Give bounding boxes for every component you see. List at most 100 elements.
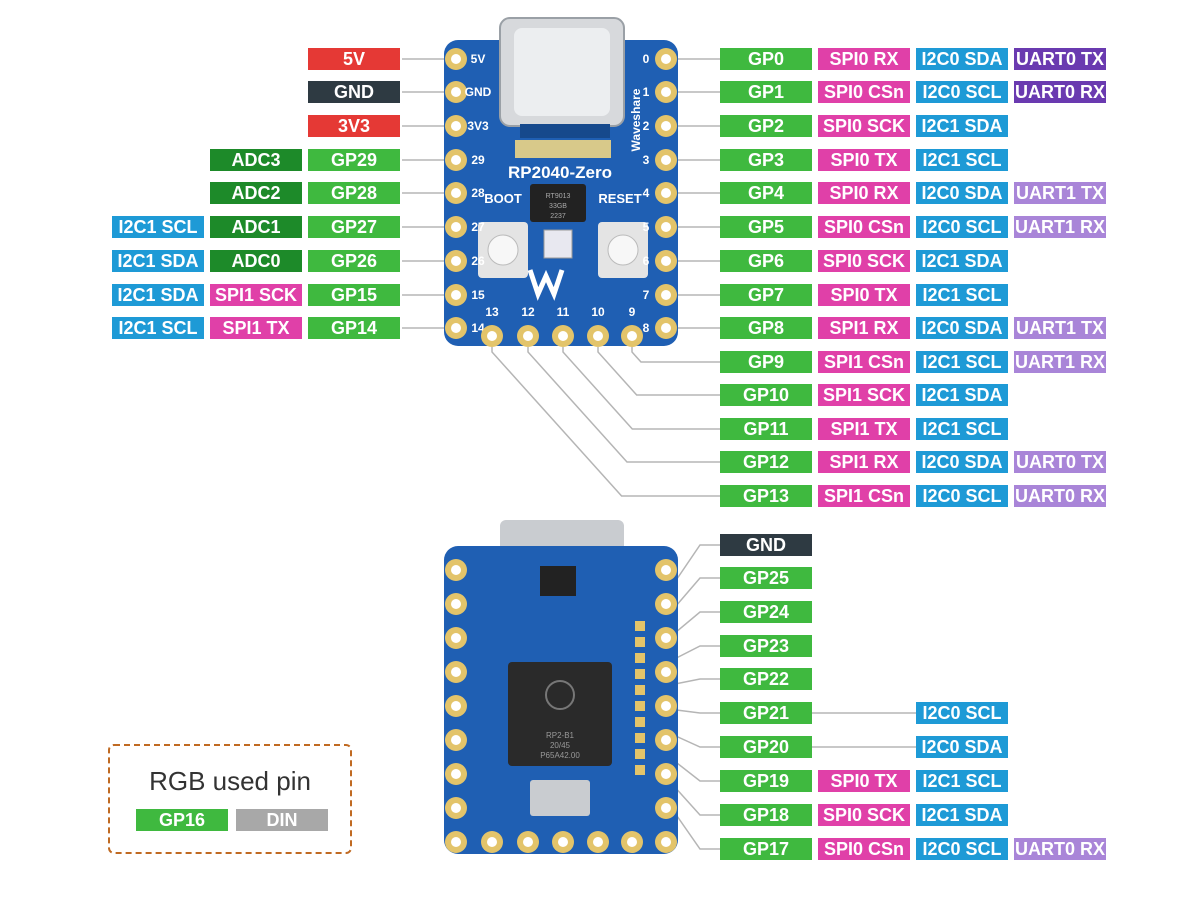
right-pin-label-12-1: SPI1 RX [818,451,910,473]
bottom-pin-label-4-0: GP22 [720,668,812,690]
right-pin-label-0-1: SPI0 RX [818,48,910,70]
board-name: RP2040-Zero [508,163,612,182]
left-pad-1-hole [451,87,461,97]
right-pin-label-12-2: I2C0 SDA [916,451,1008,473]
bottom-pin-label-7-2: I2C1 SCL [916,770,1008,792]
bottom-pin-label-9-3: UART0 RX [1014,838,1106,860]
bottom-board-right-pad-6-hole [661,769,671,779]
left-pad-mark-5: 27 [471,220,485,234]
left-pad-mark-8: 14 [471,321,485,335]
test-pad-6 [635,717,645,727]
left-pin-label-8-0: I2C1 SCL [112,317,204,339]
left-pin-label-3-0: ADC3 [210,149,302,171]
left-pad-6-hole [451,256,461,266]
left-pin-label-5-1: ADC1 [210,216,302,238]
right-pin-label-3-0: GP3 [720,149,812,171]
right-pad-8-hole [661,323,671,333]
right-pin-label-1-3: UART0 RX [1014,81,1106,103]
bottom-board-left-pad-6-hole [451,769,461,779]
left-pin-label-0-0: 5V [308,48,400,70]
chip-text-2: 20/45 [550,741,571,750]
right-pin-label-2-0: GP2 [720,115,812,137]
bottom-board-right-pad-7-hole [661,803,671,813]
right-pad-6-hole [661,256,671,266]
right-pin-label-8-0: GP8 [720,317,812,339]
left-pin-label-7-2: GP15 [308,284,400,306]
right-wire-9 [631,347,720,363]
right-pin-label-9-0: GP9 [720,351,812,373]
bottom-board-right-pad-3-hole [661,667,671,677]
boot-button [487,234,519,266]
bottom-pin-label-9-1: SPI0 CSn [818,838,910,860]
test-pad-4 [635,685,645,695]
left-pin-label-7-0: I2C1 SDA [112,284,204,306]
left-pin-label-5-0: I2C1 SCL [112,216,204,238]
left-pin-label-5-2: GP27 [308,216,400,238]
right-pin-label-5-1: SPI0 CSn [818,216,910,238]
right-pad-3-hole [661,155,671,165]
right-pin-label-12-3: UART0 TX [1014,451,1106,473]
left-pin-label-2-0: 3V3 [308,115,400,137]
right-pin-label-3-1: SPI0 TX [818,149,910,171]
left-pin-label-4-1: GP28 [308,182,400,204]
bottom-board-right-pad-2-hole [661,633,671,643]
test-pad-2 [635,653,645,663]
right-pin-label-5-0: GP5 [720,216,812,238]
right-pad-mark-4: 4 [643,186,650,200]
right-wire-10 [597,347,720,396]
top-smd-row [515,140,611,158]
left-pin-label-1-0: GND [308,81,400,103]
right-pin-label-0-2: I2C0 SDA [916,48,1008,70]
right-pin-label-6-2: I2C1 SDA [916,250,1008,272]
bottom-pin-label-1-0: GP25 [720,567,812,589]
bottom-pin-label-3-0: GP23 [720,635,812,657]
bottom-board-right-pad-5-hole [661,735,671,745]
bottom-board-left-pad-8-hole [451,837,461,847]
rgb-led [543,229,573,259]
bottom-pin-label-6-0: GP20 [720,736,812,758]
right-pad-mark-6: 6 [643,254,650,268]
right-pin-label-10-2: I2C1 SDA [916,384,1008,406]
left-pad-7-hole [451,290,461,300]
bottom-board-right-pad-4-hole [661,701,671,711]
bottom-pin-label-5-0: GP21 [720,702,812,724]
test-pad-3 [635,669,645,679]
left-pad-mark-2: 3V3 [467,119,489,133]
bottom-pin-label-8-1: SPI0 SCK [818,804,910,826]
reset-button [607,234,639,266]
test-pad-7 [635,733,645,743]
legend-title: RGB used pin [149,766,311,796]
legend-gp16-label: GP16 [136,809,228,831]
left-pin-label-7-1: SPI1 SCK [210,284,302,306]
bottom-edge-pad-1-hole [523,331,533,341]
bottom-edge-pad-4-hole [627,331,637,341]
brand-text: Waveshare [629,88,643,151]
bottom-pin-label-9-0: GP17 [720,838,812,860]
bottom-pin-label-2-0: GP24 [720,601,812,623]
bottom-pin-label-0-0: GND [720,534,812,556]
bottom-pin-label-6-1: I2C0 SDA [916,736,1008,758]
test-pad-5 [635,701,645,711]
reset-label: RESET [598,191,641,206]
left-pad-mark-3: 29 [471,153,485,167]
left-pin-label-8-1: SPI1 TX [210,317,302,339]
test-pad-0 [635,621,645,631]
left-pad-8-hole [451,323,461,333]
bottom-board-edge-pad-0-hole [487,837,497,847]
bottom-board-left-pad-3-hole [451,667,461,677]
left-pin-label-6-2: GP26 [308,250,400,272]
right-pad-7-hole [661,290,671,300]
test-pad-8 [635,749,645,759]
chip-text-3: P65A42.00 [540,751,580,760]
right-pad-mark-2: 2 [643,119,650,133]
right-pad-4-hole [661,188,671,198]
right-pin-label-10-0: GP10 [720,384,812,406]
bottom-board-right-pad-1-hole [661,599,671,609]
right-pin-label-6-0: GP6 [720,250,812,272]
bottom-edge-pad-mark-2: 11 [557,305,570,319]
boot-label: BOOT [484,191,522,206]
bottom-board-edge-pad-3-hole [593,837,603,847]
right-pin-label-0-0: GP0 [720,48,812,70]
